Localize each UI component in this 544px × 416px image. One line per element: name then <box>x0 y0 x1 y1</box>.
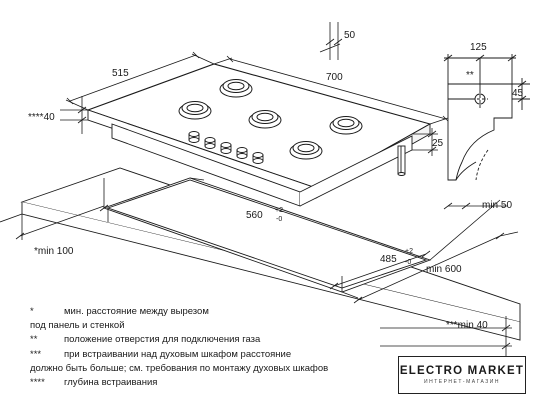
dim-min-100: *min 100 <box>34 246 74 257</box>
footnote-mark: * <box>30 306 34 317</box>
dim-560: 560 <box>246 210 263 221</box>
dim-560-tol-minus: -0 <box>276 216 282 223</box>
footnote: *** при встраивании над духовым шкафом р… <box>30 348 390 362</box>
dim-485: 485 <box>380 254 397 265</box>
footnote-text: мин. расстояние между вырезом <box>64 306 209 317</box>
footnote-mark: *** <box>30 348 42 360</box>
dim-min-50: min 50 <box>482 200 512 211</box>
footnote-mark: ** <box>30 334 38 346</box>
dim-50: 50 <box>344 30 356 41</box>
burner-right <box>329 116 363 135</box>
dim-star2: ** <box>466 70 474 81</box>
footnote: * мин. расстояние между вырезом <box>30 305 390 319</box>
footnote-text: положение отверстия для подключения газа <box>64 334 261 346</box>
burners <box>178 79 363 160</box>
gas-connection-detail <box>443 54 530 181</box>
knob <box>220 142 232 154</box>
dimension-labels: 50 515 700 ****40 125 ** 45 25 min 50 56… <box>28 30 524 331</box>
knob <box>204 137 216 149</box>
dim-515: 515 <box>112 68 129 79</box>
burner-front <box>289 141 323 160</box>
control-knobs <box>188 131 264 164</box>
dim-min-40: ***min 40 <box>446 320 488 331</box>
knob <box>236 147 248 159</box>
footnote: ** положение отверстия для подключения г… <box>30 333 390 347</box>
footnote-text: при встраивании над духовым шкафом расст… <box>64 348 292 360</box>
footnote-continuation: должно быть больше; см. требования по мо… <box>30 362 329 374</box>
brand-tagline: ИНТЕРНЕТ-МАГАЗИН <box>424 379 500 385</box>
dim-700: 700 <box>326 72 343 83</box>
footnote-mark: **** <box>30 377 45 389</box>
burner-center <box>248 110 282 129</box>
footnotes: * мин. расстояние между вырезом под пане… <box>30 305 390 390</box>
brand-watermark: ELECTRO MARKET ИНТЕРНЕТ-МАГАЗИН <box>398 356 526 394</box>
dim-25: 25 <box>432 138 444 149</box>
dimension-lines <box>15 22 519 358</box>
dim-485-tol-minus: -0 <box>405 259 411 266</box>
footnote-continuation: под панель и стенкой <box>30 320 125 332</box>
dim-560-tol-plus: +2 <box>275 207 283 214</box>
dim-485-tol-plus: +2 <box>405 248 413 255</box>
footnote-text: глубина встраивания <box>64 377 158 389</box>
burner-back <box>219 79 253 98</box>
dim-min-600: min 600 <box>426 264 462 275</box>
dim-125: 125 <box>470 42 487 53</box>
knob <box>188 131 200 143</box>
brand-name: ELECTRO MARKET <box>399 365 525 377</box>
dim-depth-40: ****40 <box>28 112 55 123</box>
knob <box>252 152 264 164</box>
dim-45: 45 <box>512 88 524 99</box>
footnote: **** глубина встраивания <box>30 376 390 390</box>
burner-left <box>178 101 212 120</box>
